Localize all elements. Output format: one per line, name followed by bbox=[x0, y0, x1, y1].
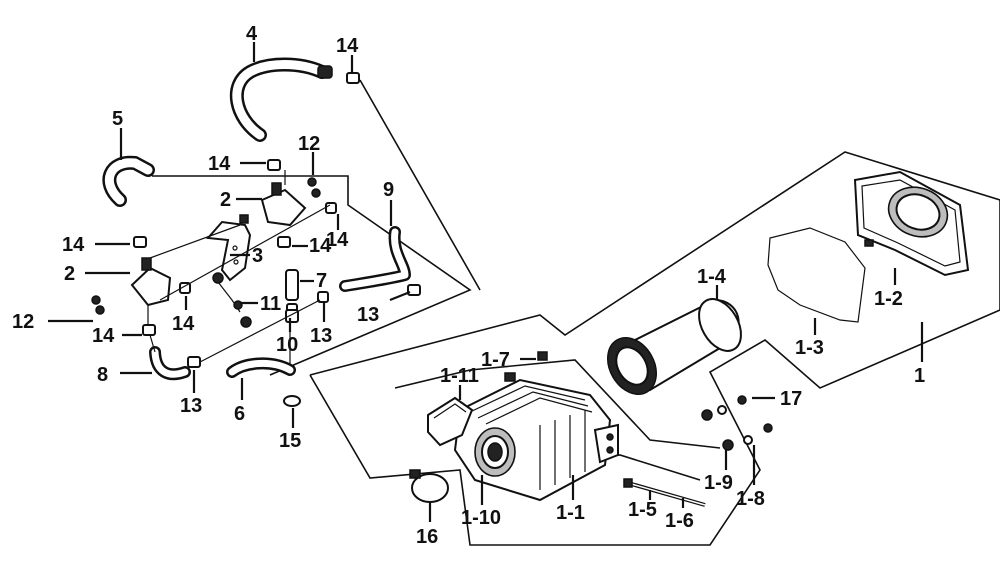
hose-4 bbox=[229, 57, 360, 142]
callout-6: 6 bbox=[234, 403, 245, 425]
callout-12-a: 12 bbox=[298, 133, 320, 155]
callout-1-1: 1-1 bbox=[556, 502, 585, 524]
callout-1-7: 1-7 bbox=[481, 349, 510, 371]
drain-rod-1-5-1-6 bbox=[623, 478, 706, 507]
valve-2-lower bbox=[91, 257, 191, 336]
callout-14-f: 14 bbox=[172, 313, 195, 335]
callout-13-b: 13 bbox=[357, 304, 379, 326]
inlet-1-11 bbox=[427, 372, 516, 447]
callout-4: 4 bbox=[246, 23, 258, 45]
callout-1-3: 1-3 bbox=[795, 337, 824, 359]
assembly-1-frame bbox=[309, 151, 1000, 546]
callout-10: 10 bbox=[276, 334, 298, 356]
callout-7: 7 bbox=[316, 270, 327, 292]
tube-7 bbox=[285, 269, 299, 315]
bolts-1-8-1-9-17 bbox=[701, 395, 773, 451]
callout-5: 5 bbox=[112, 108, 123, 130]
callout-1-8: 1-8 bbox=[736, 488, 765, 510]
callout-1-11: 1-11 bbox=[440, 365, 479, 387]
air-cleaner-housing-1-1 bbox=[453, 378, 619, 502]
callout-14-e: 14 bbox=[326, 229, 349, 251]
callout-1-5: 1-5 bbox=[628, 499, 657, 521]
clamp-16 bbox=[409, 469, 449, 503]
callout-12-b: 12 bbox=[12, 311, 34, 333]
callout-13-c: 13 bbox=[180, 395, 202, 417]
callout-1-9: 1-9 bbox=[704, 472, 733, 494]
callout-1-6: 1-6 bbox=[665, 510, 694, 532]
assembly-frames bbox=[152, 79, 1000, 546]
filter-element-1-4 bbox=[607, 298, 742, 395]
callout-1: 1 bbox=[914, 365, 925, 387]
hose-9 bbox=[317, 226, 421, 303]
callout-1-10: 1-10 bbox=[461, 507, 501, 529]
hose-connection-lines bbox=[147, 170, 331, 365]
hose-6 bbox=[226, 357, 296, 378]
callout-11: 11 bbox=[260, 293, 281, 315]
gasket-1-3 bbox=[767, 227, 866, 323]
screw-1-7 bbox=[537, 351, 548, 361]
fitting-11 bbox=[217, 281, 252, 328]
valve-2-upper bbox=[260, 159, 337, 248]
callout-9: 9 bbox=[383, 179, 394, 201]
callout-16: 16 bbox=[416, 526, 438, 548]
callout-13-a: 13 bbox=[310, 325, 332, 347]
callout-1-2: 1-2 bbox=[874, 288, 903, 310]
bracket-3 bbox=[205, 214, 252, 284]
hose-5 bbox=[102, 155, 155, 248]
hose-group-frame-b bbox=[359, 79, 481, 291]
callout-labels: 4 14 5 12 14 2 14 14 3 9 14 2 7 11 12 14… bbox=[12, 23, 925, 548]
callout-14-g: 14 bbox=[92, 325, 115, 347]
callout-1-4: 1-4 bbox=[697, 266, 727, 288]
hose-group-frame bbox=[152, 175, 472, 376]
callout-14-b: 14 bbox=[208, 153, 231, 175]
callout-3: 3 bbox=[252, 245, 263, 267]
callout-2-a: 2 bbox=[220, 189, 231, 211]
cover-1-2 bbox=[853, 170, 970, 277]
callout-17: 17 bbox=[780, 388, 802, 410]
callout-8: 8 bbox=[97, 364, 108, 386]
callout-14-c: 14 bbox=[62, 234, 85, 256]
subframe-a bbox=[394, 359, 721, 449]
clamp-15 bbox=[283, 395, 301, 407]
leader-lines bbox=[48, 42, 924, 522]
callout-15: 15 bbox=[279, 430, 301, 452]
callout-14-d: 14 bbox=[309, 235, 332, 257]
callout-2-b: 2 bbox=[64, 263, 75, 285]
callout-14-a: 14 bbox=[336, 35, 359, 57]
